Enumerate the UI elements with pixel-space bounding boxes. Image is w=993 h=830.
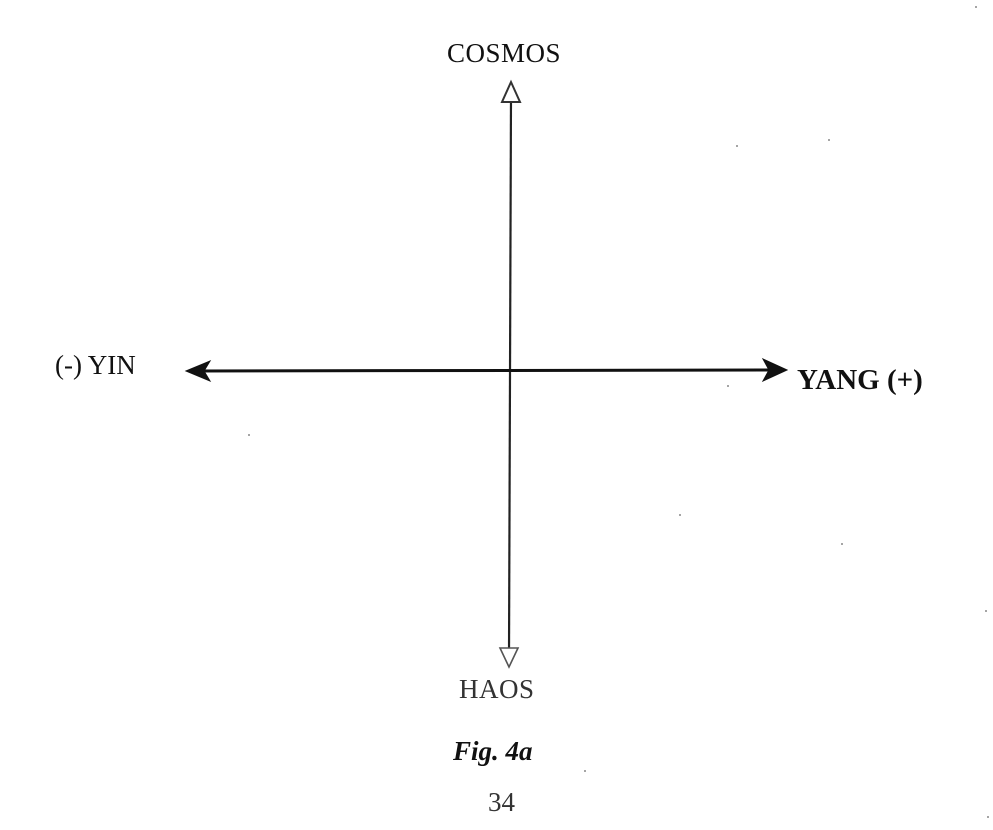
cosmos-label: COSMOS bbox=[447, 38, 562, 68]
arrowhead-up bbox=[500, 79, 522, 103]
horizontal-axis bbox=[195, 368, 775, 373]
arrowhead-right bbox=[761, 357, 789, 383]
scan-speck bbox=[987, 816, 989, 818]
scan-speck bbox=[727, 385, 729, 387]
scan-speck bbox=[679, 514, 681, 516]
vertical-axis bbox=[507, 94, 513, 656]
arrowhead-left bbox=[184, 359, 212, 383]
yang-label: YANG (+) bbox=[797, 364, 923, 396]
yin-label: (-) YIN bbox=[55, 350, 136, 380]
haos-label: HAOS bbox=[459, 674, 535, 704]
scan-speck bbox=[584, 770, 586, 772]
figure-caption: Fig. 4a bbox=[453, 736, 533, 766]
scan-speck bbox=[841, 543, 843, 545]
arrowhead-down bbox=[498, 647, 520, 669]
scan-speck bbox=[975, 6, 977, 8]
page-number: 34 bbox=[488, 787, 515, 817]
scan-speck bbox=[985, 610, 987, 612]
scan-speck bbox=[736, 145, 738, 147]
scan-speck bbox=[828, 139, 830, 141]
scan-speck bbox=[248, 434, 250, 436]
